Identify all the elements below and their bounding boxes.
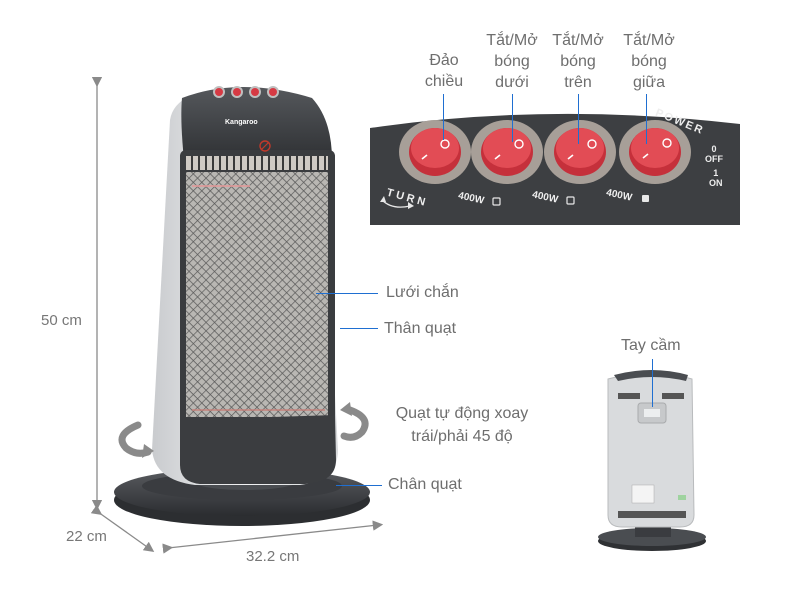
- turn-switch-label-line1: Đảo: [429, 52, 459, 69]
- brand-logo: Kangaroo: [225, 119, 258, 126]
- off-text: OFF: [705, 154, 723, 164]
- upper-bulb-leader-line: [578, 94, 579, 144]
- handle-leader-line: [652, 359, 653, 407]
- lower-bulb-switch-label: Tắt/Mở bóng dưới: [480, 30, 544, 93]
- upper-bulb-label-line2: bóng: [560, 53, 596, 70]
- off-number: 0: [711, 144, 717, 154]
- depth-dimension: 22 cm: [66, 528, 107, 545]
- upper-bulb-switch-label: Tắt/Mở bóng trên: [546, 30, 610, 93]
- turn-switch-leader-line: [443, 94, 444, 140]
- turn-switch-label: Đảo chiều: [412, 50, 476, 92]
- lower-bulb-label-line3: dưới: [495, 74, 529, 91]
- body-leader-line: [340, 328, 378, 329]
- body-label: Thân quạt: [384, 320, 457, 337]
- off-indicator: 0 OFF: [705, 144, 723, 164]
- base-label: Chân quạt: [388, 476, 462, 493]
- middle-bulb-label-line1: Tắt/Mở: [623, 32, 675, 49]
- heater-rear-image: [598, 370, 706, 551]
- heater-front-image: [114, 86, 370, 526]
- upper-bulb-label-line3: trên: [564, 74, 592, 91]
- base-leader-line: [336, 485, 382, 486]
- on-number: 1: [713, 168, 719, 178]
- middle-bulb-label-line2: bóng: [631, 53, 667, 70]
- lower-bulb-label-line1: Tắt/Mở: [486, 32, 538, 49]
- rotation-label-line2: trái/phải 45 độ: [411, 428, 513, 445]
- upper-bulb-label-line1: Tắt/Mở: [552, 32, 604, 49]
- grille-leader-line: [316, 293, 378, 294]
- rotation-label-line1: Quạt tự động xoay: [395, 405, 529, 422]
- rotation-label: Quạt tự động xoay trái/phải 45 độ: [384, 404, 540, 447]
- middle-bulb-switch-label: Tắt/Mở bóng giữa: [617, 30, 681, 93]
- grille-label: Lưới chắn: [386, 284, 459, 301]
- turn-switch-label-line2: chiều: [424, 73, 464, 90]
- height-dimension: 50 cm: [41, 312, 82, 329]
- middle-bulb-leader-line: [646, 94, 647, 144]
- lower-bulb-leader-line: [512, 94, 513, 142]
- middle-bulb-label-line3: giữa: [632, 74, 666, 91]
- width-dimension: 32.2 cm: [246, 548, 300, 565]
- handle-label: Tay cầm: [621, 337, 681, 354]
- lower-bulb-label-line2: bóng: [494, 53, 530, 70]
- on-text: ON: [709, 178, 723, 188]
- control-panel-closeup: [370, 110, 740, 225]
- on-indicator: 1 ON: [709, 168, 723, 188]
